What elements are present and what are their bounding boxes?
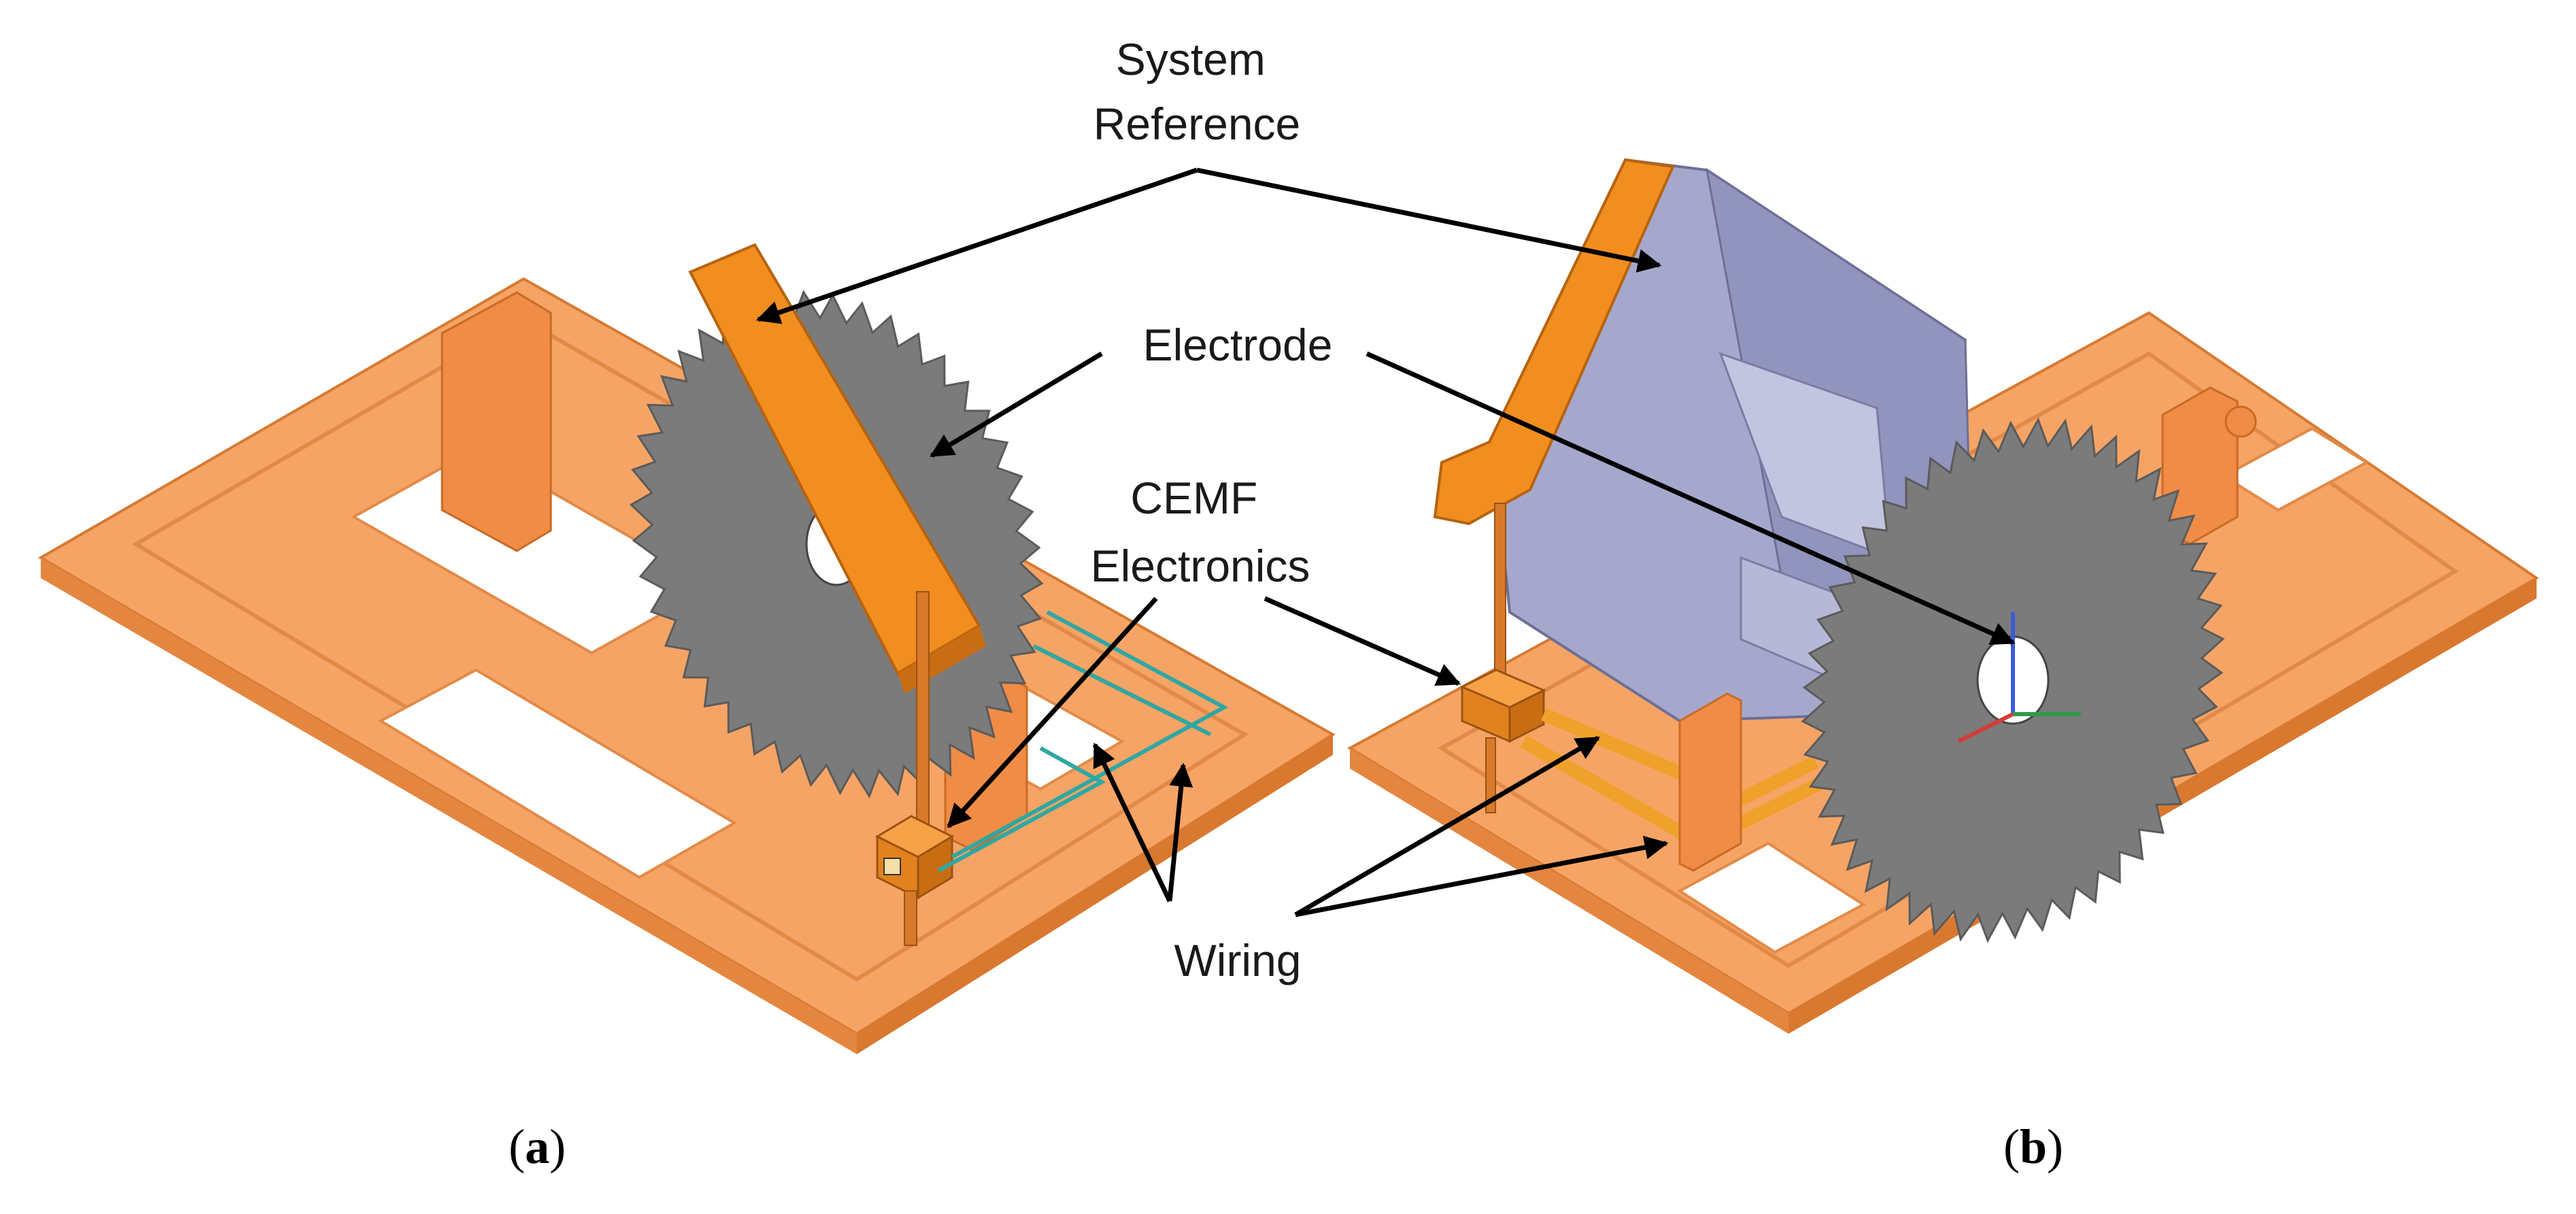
panel-a xyxy=(38,243,1336,1054)
cemf-box-a xyxy=(875,815,955,946)
electrode-rod-a xyxy=(916,591,930,851)
arrow-wiring-a1 xyxy=(1092,742,1172,903)
arrow-electrode-b xyxy=(1366,351,2016,645)
electrode-rod-b xyxy=(1494,503,1506,694)
arrow-system-reference-a xyxy=(756,167,1198,324)
arrow-electrode-a xyxy=(929,351,1103,458)
panel-b xyxy=(1346,158,2539,1034)
label-system-reference: System Reference xyxy=(1094,34,1301,149)
arrow-system-reference-b xyxy=(1196,167,1662,273)
label-cemf-electronics: CEMF Electronics xyxy=(1091,473,1310,591)
arrow-cemf-a xyxy=(947,596,1158,828)
front-post-b xyxy=(1678,692,1742,872)
arrow-wiring-a2 xyxy=(1167,762,1193,902)
caption-panel-b: (b) xyxy=(2003,1119,2063,1174)
reference-plate-b xyxy=(1433,158,1675,526)
label-electrode: Electrode xyxy=(1143,320,1333,370)
arrow-wiring-b1 xyxy=(1294,735,1601,917)
base-plate-a xyxy=(38,277,1336,1054)
callout-labels: System Reference Electrode CEMF Electron… xyxy=(1091,34,1333,985)
wiring-a xyxy=(937,610,1229,873)
callout-arrows xyxy=(756,167,2016,917)
arrow-cemf-b xyxy=(1264,596,1461,686)
arrow-wiring-b2 xyxy=(1295,835,1669,917)
label-wiring: Wiring xyxy=(1174,935,1301,985)
cemf-box-b xyxy=(1459,669,1546,813)
caption-panel-a: (a) xyxy=(509,1119,566,1174)
saw-blade-b xyxy=(1801,417,2225,943)
